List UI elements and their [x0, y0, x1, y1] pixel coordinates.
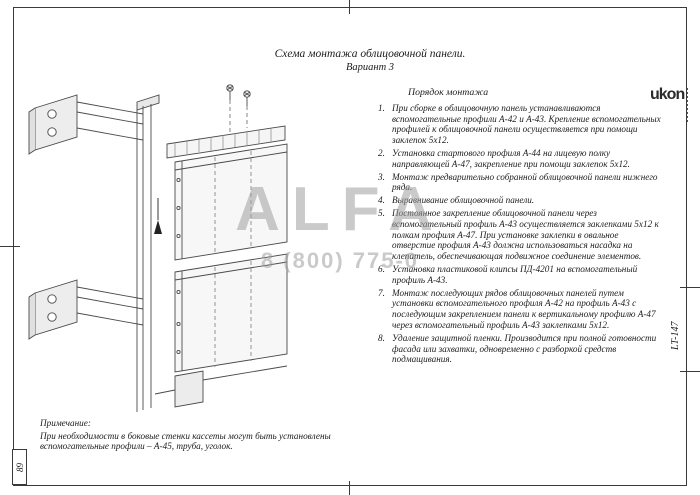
- page-subtitle: Вариант 3: [345, 62, 395, 73]
- title-block: Схема монтажа облицовочной панели. Вариа…: [180, 48, 560, 74]
- instruction-item: 2. Установка стартового профиля А-44 на …: [378, 148, 662, 170]
- instruction-text: Постоянное закрепление облицовочной пане…: [392, 207, 659, 262]
- instruction-text: Установка стартового профиля А-44 на лиц…: [392, 147, 630, 169]
- instruction-item: 1. При сборке в облицовочную панель уста…: [378, 103, 662, 146]
- frame-tick-top: [349, 0, 350, 14]
- bottom-corner-profile: [154, 365, 288, 408]
- instruction-number: 2.: [378, 147, 385, 158]
- instruction-item: 7. Монтаж последующих рядов облицовочных…: [378, 288, 662, 331]
- start-profile: [166, 125, 286, 159]
- instruction-text: При сборке в облицовочную панель устанав…: [392, 102, 661, 146]
- frame-tick-right-upper: [680, 287, 700, 288]
- frame-tick-left: [0, 246, 20, 247]
- wall-bracket-top: [28, 94, 144, 155]
- instruction-text: Выравнивание облицовочной панели.: [392, 195, 535, 206]
- instruction-number: 6.: [378, 263, 385, 274]
- document-code-label: LT-147: [670, 321, 681, 351]
- page-number-box: 89: [12, 449, 27, 485]
- montage-instructions: Порядок монтажа 1. При сборке в облицово…: [378, 87, 662, 367]
- instruction-number: 1.: [378, 102, 385, 113]
- instruction-number: 8.: [378, 332, 385, 343]
- instruction-number: 7.: [378, 287, 385, 298]
- facade-panel-top: [174, 143, 288, 261]
- instruction-text: Установка пластиковой клипсы ПД-4201 на …: [392, 263, 638, 285]
- page-number: 89: [14, 462, 25, 472]
- instruction-number: 3.: [378, 171, 385, 182]
- instruction-item: 8. Удаление защитной пленки. Производитс…: [378, 333, 662, 365]
- facade-panel-bottom: [174, 253, 288, 373]
- note-heading: Примечание:: [40, 418, 91, 428]
- company-logo-strip-icon: [687, 88, 688, 122]
- note-block: Примечание: При необходимости в боковые …: [40, 418, 372, 452]
- assembly-drawing: [28, 84, 288, 412]
- frame-tick-bottom: [349, 481, 350, 495]
- instruction-text: Монтаж предварительно собранной облицово…: [392, 171, 658, 193]
- instructions-heading: Порядок монтажа: [408, 87, 489, 98]
- instruction-item: 5. Постоянное закрепление облицовочной п…: [378, 208, 662, 262]
- instruction-item: 3. Монтаж предварительно собранной облиц…: [378, 172, 662, 194]
- company-logo: ukon: [650, 86, 688, 132]
- frame-tick-right-lower: [680, 371, 700, 372]
- screw-icons: [226, 84, 251, 132]
- instruction-number: 4.: [378, 195, 385, 206]
- vertical-profile: [136, 94, 160, 412]
- direction-arrow-icon: [154, 198, 162, 234]
- instruction-text: Удаление защитной пленки. Производится п…: [392, 332, 657, 365]
- page-title: Схема монтажа облицовочной панели.: [274, 48, 466, 60]
- company-logo-text: ukon: [650, 86, 685, 103]
- instruction-text: Монтаж последующих рядов облицовочных па…: [392, 287, 656, 330]
- wall-bracket-bottom: [28, 279, 144, 340]
- instruction-number: 5.: [378, 207, 385, 218]
- note-text: При необходимости в боковые стенки кассе…: [40, 430, 331, 452]
- instruction-item: 6. Установка пластиковой клипсы ПД-4201 …: [378, 264, 662, 286]
- instruction-item: 4. Выравнивание облицовочной панели.: [378, 195, 662, 206]
